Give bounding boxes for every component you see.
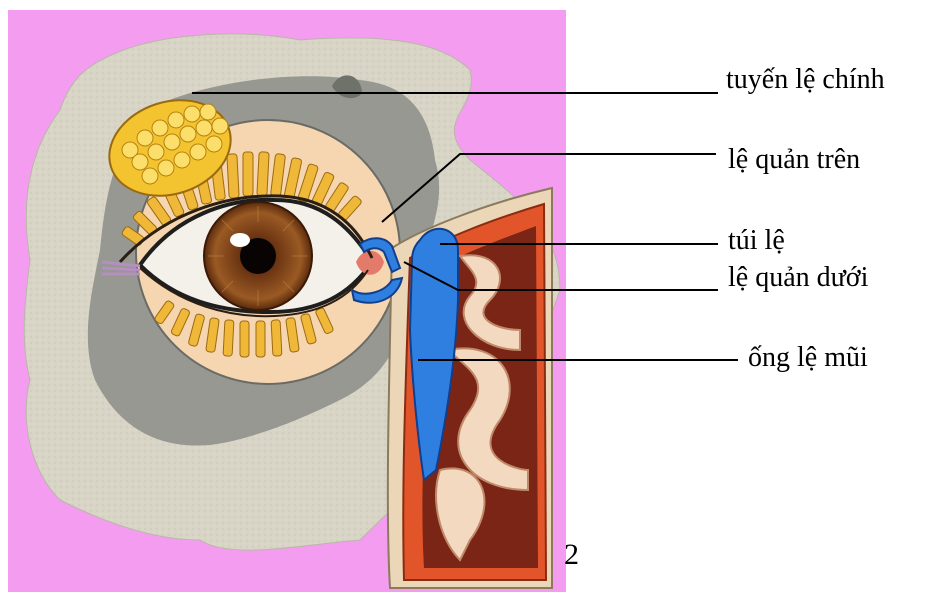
label-upper-canaliculus: lệ quản trên <box>728 146 860 174</box>
label-lacrimal-sac: túi lệ <box>728 227 785 255</box>
label-lower-canaliculus: lệ quản dưới <box>728 264 868 292</box>
nasal-section <box>388 188 552 588</box>
page-number: 2 <box>564 540 579 570</box>
label-main-lacrimal-gland: tuyến lệ chính <box>726 66 885 94</box>
iris-highlight <box>230 233 250 247</box>
label-nasolacrimal-duct: ống lệ mũi <box>748 344 868 372</box>
